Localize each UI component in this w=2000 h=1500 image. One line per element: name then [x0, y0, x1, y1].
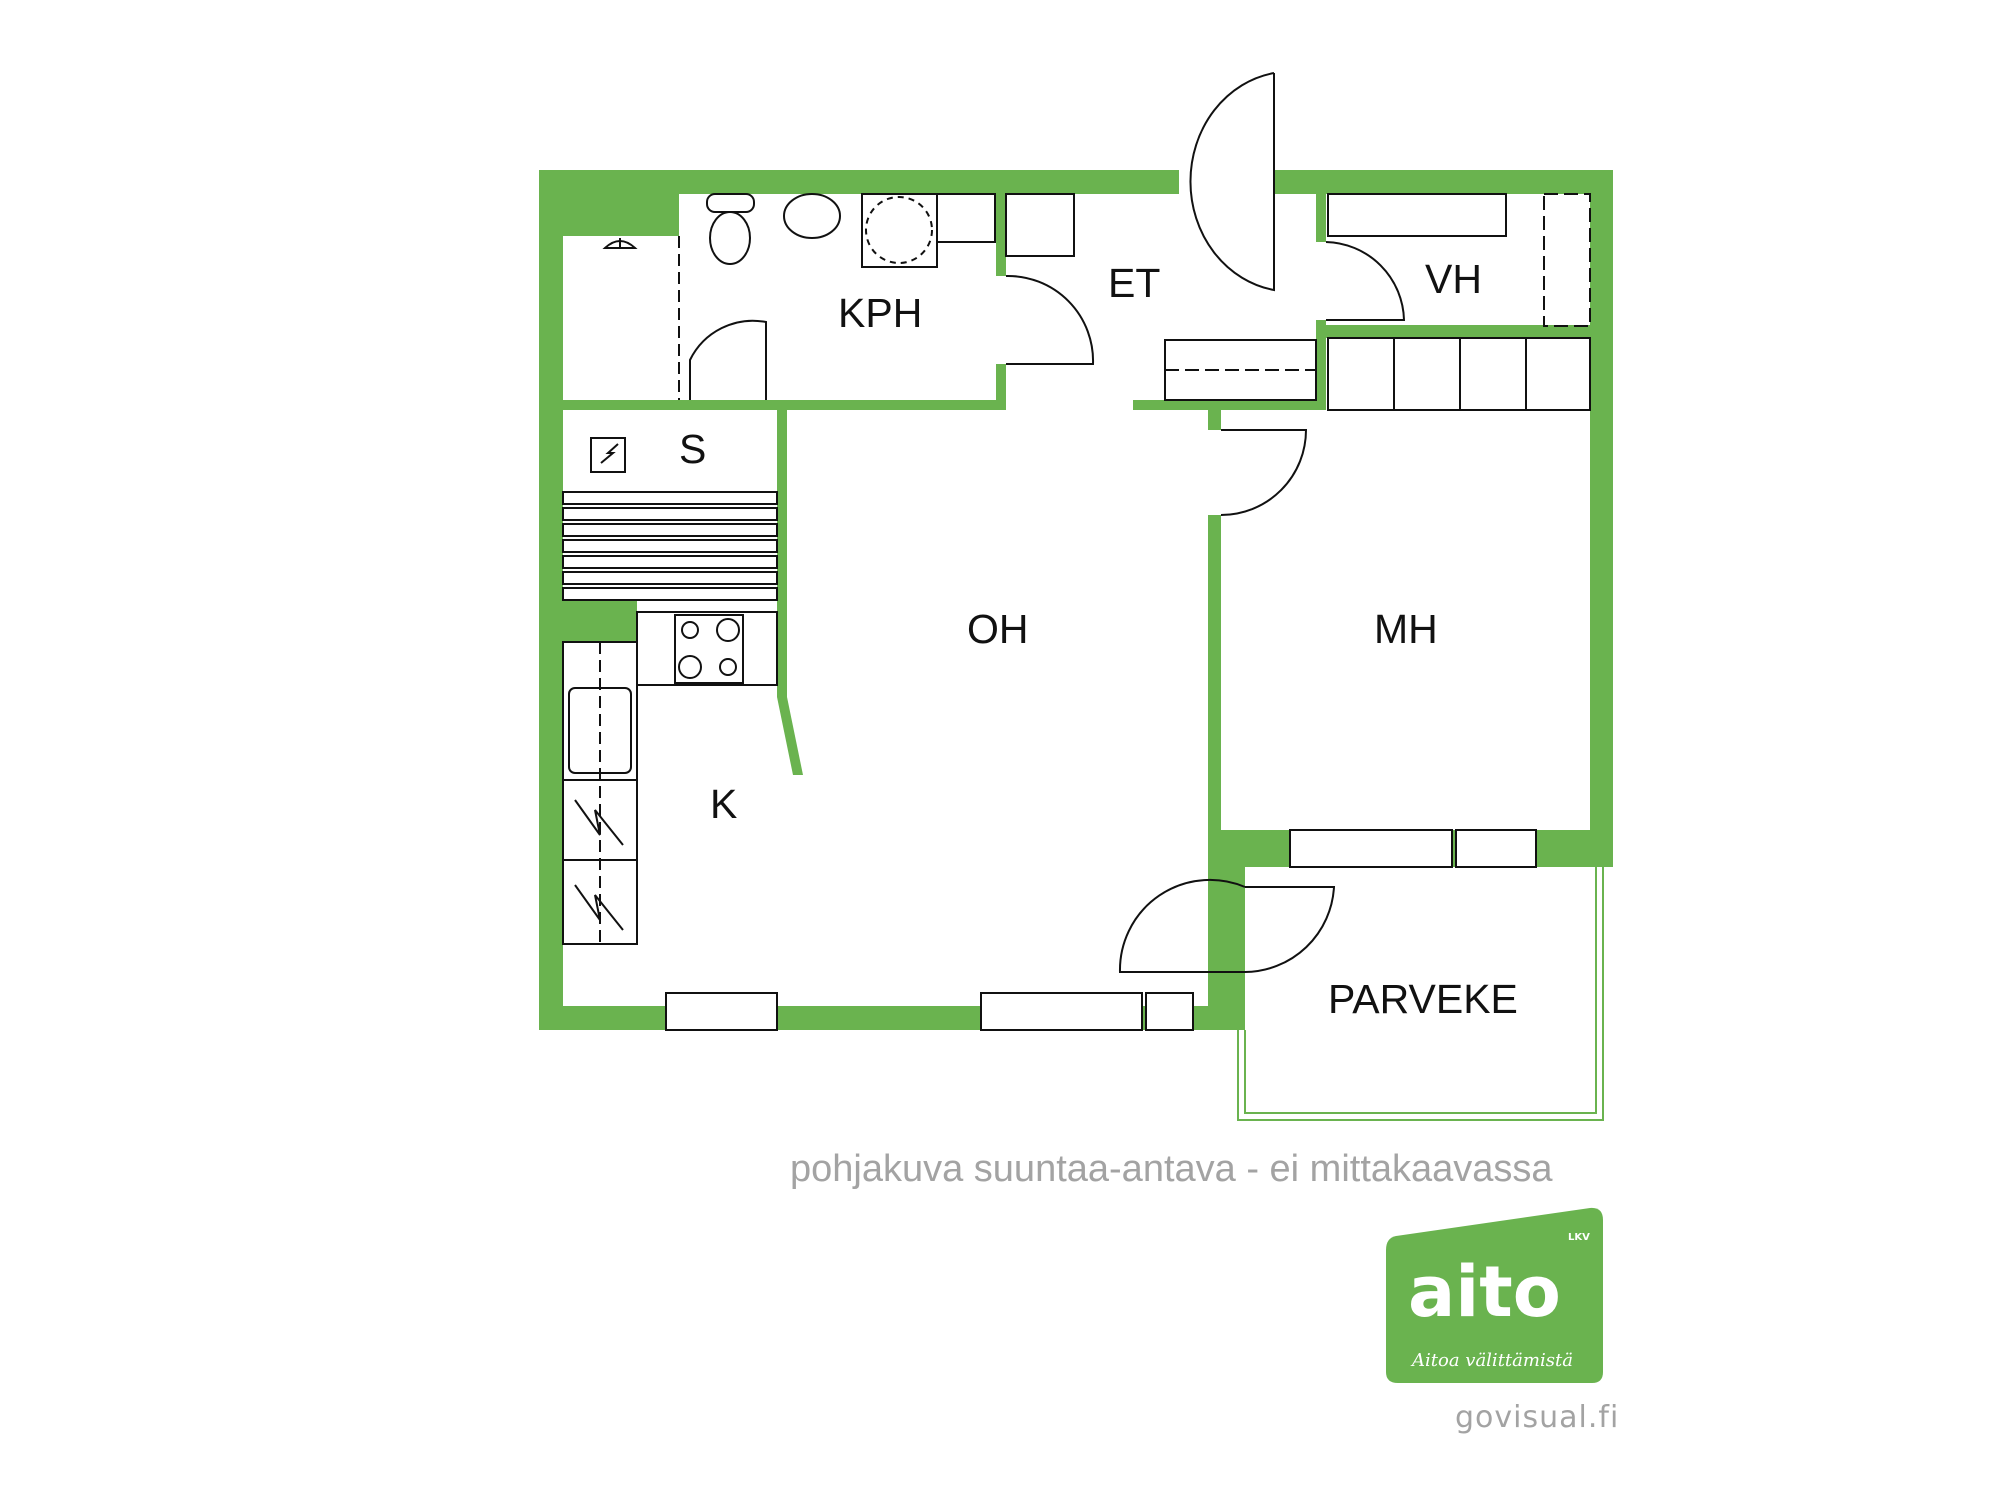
logo-brand: aito	[1408, 1251, 1561, 1333]
shelves	[562, 491, 778, 601]
logo-suffix: LKV	[1568, 1232, 1590, 1243]
aito-logo: aito LKV Aitoa välittämistä	[1386, 1207, 1603, 1383]
room-label-s: S	[679, 426, 706, 472]
logo-slogan: Aitoa välittämistä	[1410, 1350, 1573, 1371]
room-label-k: K	[710, 781, 737, 827]
room-label-mh: MH	[1374, 606, 1438, 652]
disclaimer-caption: pohjakuva suuntaa-antava - ei mittakaava…	[790, 1148, 1553, 1190]
balcony-railing	[1237, 867, 1604, 1121]
room-label-parveke: PARVEKE	[1328, 976, 1518, 1022]
credit-text: govisual.fi	[1455, 1400, 1620, 1435]
room-label-oh: OH	[967, 606, 1029, 652]
room-label-kph: KPH	[838, 290, 922, 336]
fixtures	[562, 72, 1591, 973]
room-label-vh: VH	[1425, 256, 1482, 302]
windows	[665, 829, 1537, 1031]
room-label-et: ET	[1108, 260, 1160, 306]
